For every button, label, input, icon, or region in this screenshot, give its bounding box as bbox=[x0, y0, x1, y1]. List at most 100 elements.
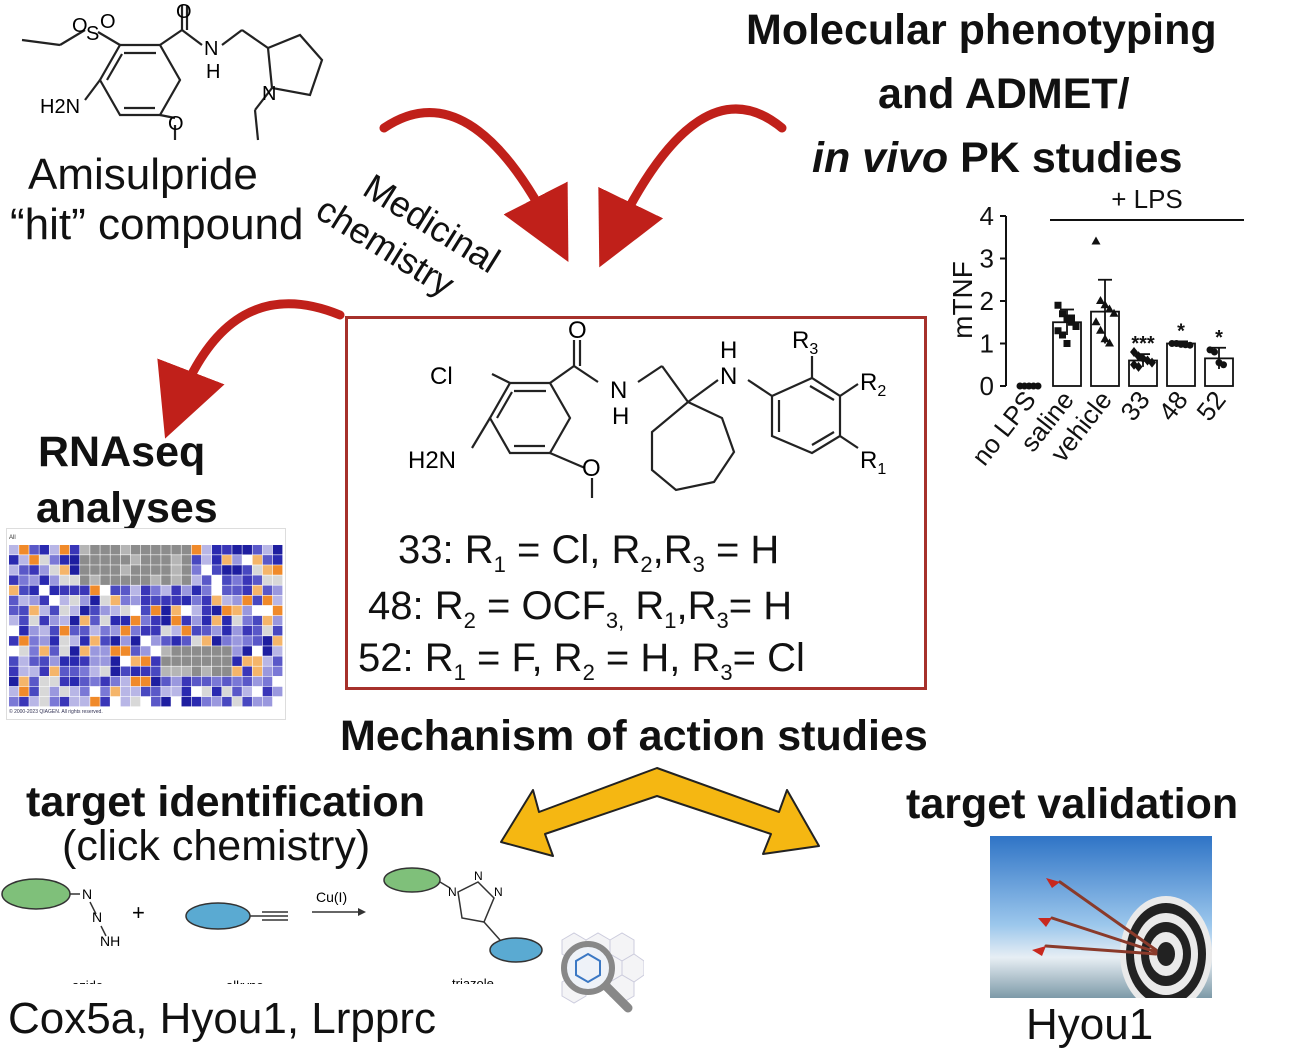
x-category-label: 33 bbox=[1114, 385, 1155, 426]
treemap-cell bbox=[201, 636, 212, 646]
treemap-cell bbox=[80, 595, 90, 606]
amide-h-label: H bbox=[206, 61, 220, 83]
treemap-cell bbox=[232, 646, 242, 656]
treemap-cell bbox=[171, 686, 181, 697]
treemap-cell bbox=[232, 636, 242, 646]
treemap-cell bbox=[80, 555, 90, 565]
treemap-cell bbox=[140, 656, 151, 666]
triazole-n3: N bbox=[494, 885, 503, 899]
treemap-cell bbox=[29, 656, 39, 666]
treemap-cell bbox=[222, 575, 232, 585]
treemap-cell bbox=[39, 676, 49, 687]
treemap-cell bbox=[49, 656, 60, 666]
treemap-cell bbox=[39, 595, 49, 606]
y-axis-label: mTNF bbox=[947, 261, 978, 339]
treemap-cell bbox=[151, 605, 161, 616]
treemap-cell bbox=[232, 545, 242, 555]
bar bbox=[1166, 342, 1196, 387]
arrow-rnaseq bbox=[157, 299, 345, 439]
treemap-cell bbox=[222, 595, 232, 606]
treemap-cell bbox=[191, 626, 202, 636]
treemap-cell bbox=[151, 686, 161, 697]
treemap-cell bbox=[181, 676, 192, 687]
treemap-cell bbox=[181, 626, 192, 636]
treemap-cell bbox=[90, 696, 100, 707]
treemap-cell bbox=[100, 666, 110, 677]
treemap-cell bbox=[171, 545, 181, 555]
treemap-cell bbox=[59, 666, 70, 677]
treemap-cell bbox=[49, 696, 60, 707]
row33-id: 33: R bbox=[398, 528, 494, 572]
treemap-cell bbox=[120, 575, 131, 585]
treemap-cell bbox=[201, 615, 212, 626]
treemap-cell bbox=[130, 626, 141, 636]
treemap-cell bbox=[19, 615, 29, 626]
treemap-cell bbox=[110, 565, 121, 575]
treemap-cell bbox=[100, 595, 110, 606]
treemap-cell bbox=[222, 555, 232, 565]
azide-label: azide bbox=[72, 978, 103, 984]
treemap-cell bbox=[80, 605, 90, 616]
treemap-cell bbox=[110, 636, 121, 646]
treemap-cell bbox=[19, 686, 29, 697]
treemap-cell bbox=[161, 696, 171, 707]
treemap-cell bbox=[49, 575, 60, 585]
treemap-cell bbox=[69, 565, 80, 575]
core-cl-label: Cl bbox=[430, 363, 453, 390]
treemap-cell bbox=[151, 585, 161, 596]
treemap-cell bbox=[191, 656, 202, 666]
treemap-cell bbox=[69, 696, 80, 707]
treemap-cell bbox=[201, 666, 212, 677]
treemap-cell bbox=[100, 585, 110, 596]
treemap-cell bbox=[19, 565, 29, 575]
y-tick-label: 1 bbox=[980, 329, 994, 359]
treemap-cell bbox=[272, 646, 283, 656]
treemap-cell bbox=[140, 696, 151, 707]
treemap-cell bbox=[9, 575, 19, 585]
treemap-cell bbox=[171, 615, 181, 626]
treemap-cell bbox=[161, 575, 171, 585]
treemap-cell bbox=[9, 615, 19, 626]
row52-sub3: 3 bbox=[720, 660, 733, 685]
treemap-cell bbox=[90, 646, 100, 656]
treemap-cell bbox=[69, 575, 80, 585]
treemap-cell bbox=[222, 686, 232, 697]
treemap-cell bbox=[29, 666, 39, 677]
treemap-cell bbox=[181, 545, 192, 555]
treemap-cell bbox=[110, 605, 121, 616]
treemap-footer: © 2000-2023 QIAGEN. All rights reserved. bbox=[9, 709, 103, 715]
treemap-cell bbox=[29, 615, 39, 626]
data-point bbox=[1059, 331, 1066, 339]
row48-mid: = OCF bbox=[475, 584, 606, 628]
treemap-cell bbox=[59, 595, 70, 606]
treemap-cell bbox=[80, 646, 90, 656]
treemap-cell bbox=[110, 656, 121, 666]
treemap-cell bbox=[120, 545, 131, 555]
treemap-cell bbox=[130, 545, 141, 555]
treemap-cell bbox=[130, 615, 141, 626]
treemap-cell bbox=[140, 686, 151, 697]
magnifier-icon bbox=[561, 932, 644, 1013]
treemap-cell bbox=[201, 656, 212, 666]
amisulpride-structure: O S O H2N O N H N O bbox=[21, 1, 324, 141]
treemap-cell bbox=[262, 555, 273, 565]
treemap-cell bbox=[19, 656, 29, 666]
row52-mid2: = H, R bbox=[594, 636, 721, 680]
treemap-cell bbox=[232, 595, 242, 606]
treemap-cell bbox=[9, 656, 19, 666]
treemap-cell bbox=[151, 676, 161, 687]
treemap-cell bbox=[59, 656, 70, 666]
treemap-cell bbox=[181, 565, 192, 575]
treemap-cell bbox=[242, 605, 252, 616]
treemap-cell bbox=[262, 636, 273, 646]
treemap-cell bbox=[242, 585, 252, 596]
data-point bbox=[1072, 323, 1080, 330]
treemap-cell bbox=[49, 676, 60, 687]
treemap-cell bbox=[232, 676, 242, 687]
treemap-cell bbox=[90, 636, 100, 646]
treemap-cell bbox=[211, 686, 222, 697]
core-amine-label: H2N bbox=[408, 447, 456, 474]
row48-end: = H bbox=[728, 584, 793, 628]
treemap-cell bbox=[272, 605, 283, 616]
treemap-cell bbox=[39, 626, 49, 636]
